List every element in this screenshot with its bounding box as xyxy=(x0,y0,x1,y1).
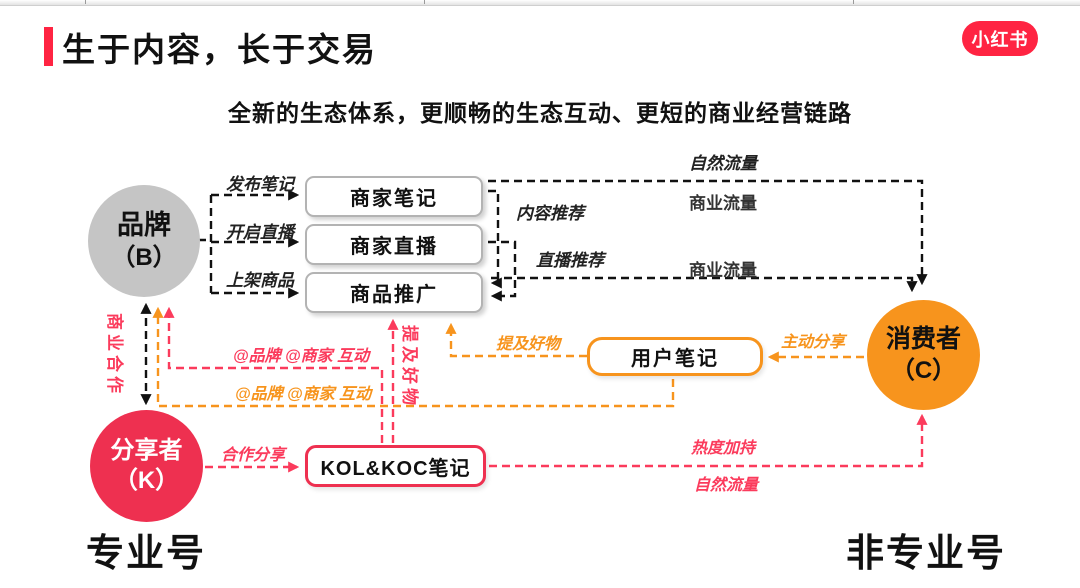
label-active-share: 主动分享 xyxy=(781,334,846,351)
label-publish-note: 发布笔记 xyxy=(226,175,294,194)
edge-commercial-traffic xyxy=(491,276,918,293)
node-kol-note: KOL&KOC笔记 xyxy=(305,445,486,487)
node-product-promo: 商品推广 xyxy=(305,272,483,313)
node-merchant-note: 商家笔记 xyxy=(305,176,483,217)
ruler-tick xyxy=(853,0,854,4)
edge-heat-boost xyxy=(489,413,928,468)
node-merchant-live: 商家直播 xyxy=(305,224,483,265)
node-brand-code: （B） xyxy=(111,243,177,271)
label-business-coop: 商业合作 xyxy=(105,313,124,397)
xiaohongshu-logo: 小红书 xyxy=(962,21,1038,56)
edge-organic-traffic-top xyxy=(488,179,928,286)
title-accent-bar xyxy=(44,27,53,66)
node-consumer-label: 消费者 xyxy=(885,325,961,354)
footer-non-professional: 非专业号 xyxy=(846,533,1007,575)
label-heat-boost: 热度加持 xyxy=(691,440,756,457)
edge-brand-branch xyxy=(198,195,213,293)
label-commercial-traffic-2: 商业流量 xyxy=(689,261,757,280)
label-commercial-traffic-1: 商业流量 xyxy=(689,194,757,213)
label-organic-traffic-bottom: 自然流量 xyxy=(694,477,759,494)
node-brand-label: 品牌 xyxy=(117,210,171,241)
subtitle: 全新的生态体系，更顺畅的生态互动、更短的商业经营链路 xyxy=(228,100,852,126)
ruler-tick xyxy=(424,0,425,4)
edge-mention-goods-orange xyxy=(445,322,587,358)
edge-interact-red xyxy=(163,306,384,443)
label-organic-traffic-top: 自然流量 xyxy=(689,154,757,173)
edge-live-rec xyxy=(488,240,517,302)
node-consumer-code: （C） xyxy=(890,356,957,384)
label-content-rec: 内容推荐 xyxy=(516,204,584,223)
label-interact-red: @品牌 @商家 互动 xyxy=(233,348,370,365)
ruler-tick xyxy=(85,0,86,4)
node-sharer-label: 分享者 xyxy=(110,437,183,464)
node-sharer: 分享者 （K） xyxy=(90,410,203,522)
page-title: 生于内容，长于交易 xyxy=(62,31,377,68)
label-live-rec: 直播推荐 xyxy=(536,251,604,270)
edge-interact-orange xyxy=(152,306,675,408)
label-mention-goods-red: 提及好物 xyxy=(400,325,419,409)
node-consumer: 消费者 （C） xyxy=(867,300,980,410)
top-ruler xyxy=(0,0,1080,6)
label-start-live: 开启直播 xyxy=(226,223,294,242)
node-user-note: 用户笔记 xyxy=(587,337,763,376)
label-mention-goods-orange: 提及好物 xyxy=(496,336,561,353)
label-interact-orange: @品牌 @商家 互动 xyxy=(235,386,372,403)
footer-professional: 专业号 xyxy=(86,533,207,575)
node-sharer-code: （K） xyxy=(113,467,180,494)
label-coop-share: 合作分享 xyxy=(221,447,286,464)
edge-content-rec xyxy=(488,189,502,289)
node-brand: 品牌 （B） xyxy=(88,185,200,297)
label-list-product: 上架商品 xyxy=(226,271,294,290)
